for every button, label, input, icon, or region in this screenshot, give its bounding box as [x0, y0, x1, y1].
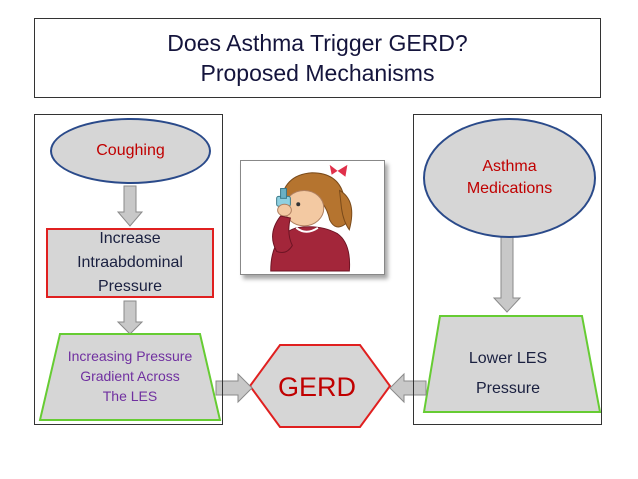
hand-shape — [277, 203, 292, 217]
medications-label-1: Asthma — [482, 158, 537, 175]
asthma-medications-ellipse: Asthma Medications — [423, 118, 596, 238]
increase-label-2: Intraabdominal — [77, 254, 183, 271]
increase-pressure-box: Increase Intraabdominal Pressure — [46, 228, 214, 298]
title-box: Does Asthma Trigger GERD? Proposed Mecha… — [34, 18, 601, 98]
arrow-right-to-gerd — [215, 372, 253, 404]
les-trapezoid — [422, 315, 602, 413]
child-inhaler-illustration — [240, 160, 385, 275]
collar-shape — [295, 226, 319, 233]
increase-label-3: Pressure — [97, 278, 163, 295]
coughing-ellipse: Coughing — [50, 118, 211, 184]
title-line-2: Proposed Mechanisms — [200, 60, 435, 86]
hair-bow-shape — [329, 164, 348, 177]
left-panel — [34, 114, 223, 425]
arrow-down-coughing — [116, 185, 144, 227]
gradient-trapezoid — [38, 333, 222, 421]
eye-shape — [296, 202, 301, 207]
coughing-label: Coughing — [96, 142, 165, 159]
right-panel — [413, 114, 602, 425]
arrow-left-to-gerd — [389, 372, 427, 404]
title-line-1: Does Asthma Trigger GERD? — [167, 30, 468, 56]
ponytail-shape — [338, 189, 353, 231]
arrow-down-increase — [116, 300, 144, 335]
child-inhaler-icon — [270, 164, 353, 272]
arm-shape — [272, 215, 293, 253]
gerd-hexagon — [248, 344, 392, 428]
medications-label-2: Medications — [466, 180, 553, 197]
inhaler-canister — [280, 188, 287, 199]
increase-label-1: Increase — [99, 230, 161, 247]
